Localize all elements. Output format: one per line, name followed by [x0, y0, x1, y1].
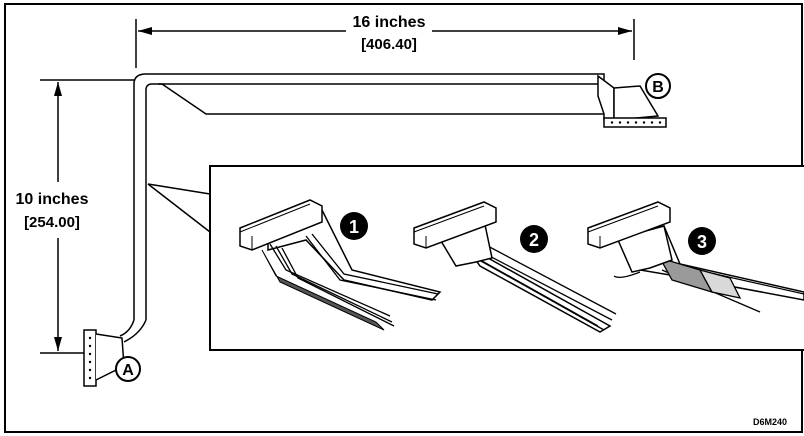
- step-3-label: 3: [697, 232, 707, 252]
- connector-a-marker: [115, 356, 141, 382]
- connector-a: A: [83, 329, 141, 387]
- horizontal-dimension: 16 inches [406.40]: [135, 14, 635, 68]
- arrow-left-icon: [138, 27, 152, 35]
- connector-b-marker: [645, 73, 671, 99]
- step-2-label: 2: [529, 230, 539, 250]
- step-3-marker: [688, 227, 716, 255]
- step-1-marker: [340, 212, 368, 240]
- step-1-label: 1: [349, 217, 359, 237]
- connector-b: B: [597, 73, 671, 128]
- fold-step-1: 1: [239, 199, 442, 331]
- horizontal-dimension-metric: [406.40]: [361, 36, 417, 53]
- arrow-down-icon: [54, 337, 62, 351]
- figure-code: D6M240: [753, 417, 787, 427]
- connector-a-label: A: [122, 362, 134, 379]
- fold-step-3: 3: [587, 201, 804, 313]
- arrow-up-icon: [54, 82, 62, 96]
- ribbon-cable: [119, 73, 605, 343]
- arrow-right-icon: [618, 27, 632, 35]
- fold-step-2: 2: [413, 201, 617, 333]
- vertical-dimension-metric: [254.00]: [24, 214, 80, 231]
- connector-b-label: B: [652, 79, 664, 96]
- horizontal-dimension-value: 16 inches: [353, 14, 426, 31]
- vertical-dimension-value: 10 inches: [16, 191, 89, 208]
- vertical-dimension: 10 inches [254.00]: [16, 79, 134, 354]
- step-2-marker: [520, 225, 548, 253]
